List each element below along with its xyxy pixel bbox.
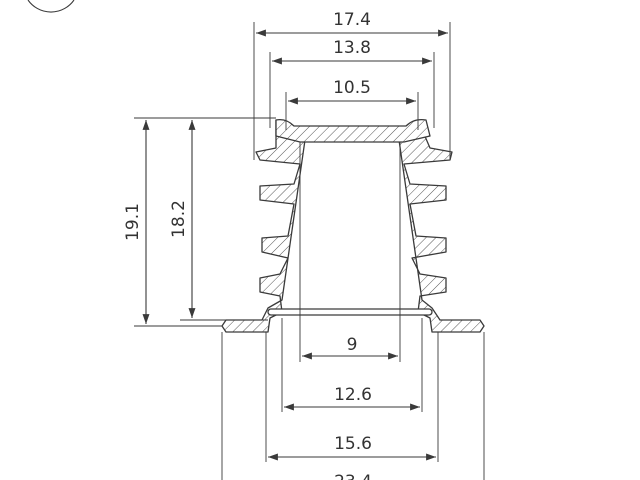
dim-label-15-6: 15.6 [334,434,372,454]
dim-label-10-5: 10.5 [333,78,371,98]
dim-label-23-4: 23.4 [334,472,372,480]
dim-label-19-1: 19.1 [123,203,143,241]
dim-label-17-4: 17.4 [333,10,371,30]
dim-label-13-8: 13.8 [333,38,371,58]
dim-label-18-2: 18.2 [169,200,189,238]
dim-label-9: 9 [347,335,358,355]
dim-label-12-6: 12.6 [334,385,372,405]
profile-top-bar [275,118,431,143]
profile-left-wall [221,119,306,333]
diffuser-lens [267,308,433,316]
profile-right-wall [398,119,485,333]
corner-circle-fragment [27,0,75,13]
